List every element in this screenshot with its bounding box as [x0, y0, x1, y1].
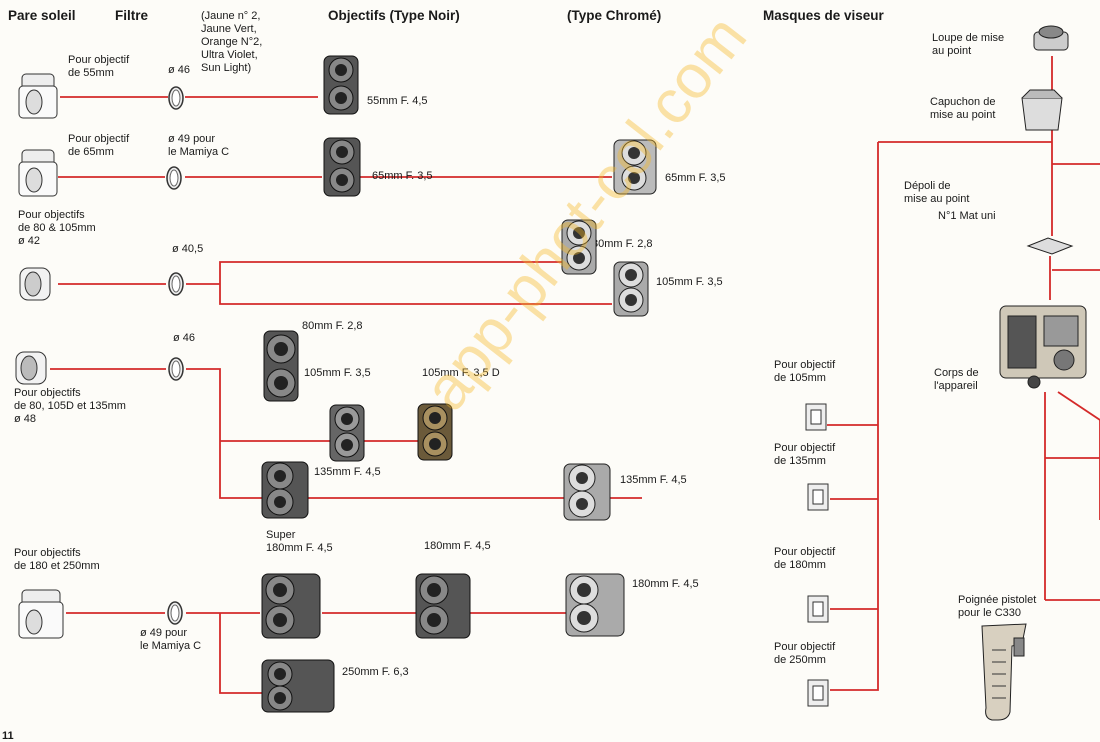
header-type-chrome: (Type Chromé): [567, 8, 662, 23]
filter-icon: [166, 166, 182, 190]
header-objectifs-noir: Objectifs (Type Noir): [328, 8, 460, 23]
lens-label-80-chrome: 80mm F. 2,8: [592, 238, 653, 250]
viewfinder-mask-icon: [807, 483, 829, 511]
lens-label-135: 135mm F. 4,5: [314, 466, 381, 478]
filter-icon: [167, 601, 183, 625]
header-filtre: Filtre: [115, 8, 149, 23]
lens-label-180: 180mm F. 4,5: [424, 540, 491, 552]
twin-lens-icon: [261, 573, 321, 639]
lens-hood-icon: [15, 351, 47, 385]
filter-icon: [168, 86, 184, 110]
twin-lens-chrome-icon: [561, 219, 597, 275]
lens-label-65-chrome: 65mm F. 3,5: [665, 172, 726, 184]
pistol-grip-icon: [981, 623, 1027, 721]
twin-lens-icon: [263, 330, 299, 402]
lens-label-80: 80mm F. 2,8: [302, 320, 363, 332]
page-number: 11: [2, 730, 14, 742]
header-masques: Masques de viseur: [763, 8, 884, 23]
filter-label-46a: ø 46: [168, 64, 191, 76]
viewfinder-mask-icon: [805, 403, 827, 431]
focusing-loupe-icon: [1033, 25, 1069, 51]
filter-label-405: ø 40,5: [172, 243, 204, 255]
lens-label-135-chrome: 135mm F. 4,5: [620, 474, 687, 486]
twin-lens-chrome-icon: [563, 463, 611, 521]
lens-hood-icon: [19, 267, 51, 301]
focusing-screen-icon: [1026, 237, 1074, 255]
camera-body-icon: [999, 305, 1087, 389]
lens-label-105: 105mm F. 3,5: [304, 367, 371, 379]
lens-hood-icon: [18, 73, 58, 119]
twin-lens-chrome-icon: [613, 139, 657, 195]
twin-lens-icon: [415, 573, 471, 639]
lens-label-105d: 105mm F. 3,5 D: [422, 367, 500, 379]
viewfinder-mask-icon: [807, 595, 829, 623]
lens-label-105-chrome: 105mm F. 3,5: [656, 276, 723, 288]
lens-label-250: 250mm F. 6,3: [342, 666, 409, 678]
filter-types-list: (Jaune n° 2,Jaune Vert,Orange N°2,Ultra …: [201, 10, 263, 74]
lens-label-55: 55mm F. 4,5: [367, 95, 428, 107]
viewfinder-mask-icon: [807, 679, 829, 707]
filter-label-46b: ø 46: [173, 332, 196, 344]
twin-lens-chrome-icon: [565, 573, 625, 637]
twin-lens-icon: [417, 403, 453, 461]
twin-lens-icon: [261, 659, 335, 713]
focusing-hood-icon: [1021, 89, 1063, 131]
lens-label-65: 65mm F. 3,5: [372, 170, 433, 182]
twin-lens-icon: [261, 461, 309, 519]
twin-lens-icon: [323, 55, 359, 115]
lens-hood-icon: [18, 589, 64, 639]
filter-icon: [168, 272, 184, 296]
header-pare-soleil: Pare soleil: [8, 8, 76, 23]
twin-lens-chrome-icon: [613, 261, 649, 317]
lens-label-180-chrome: 180mm F. 4,5: [632, 578, 699, 590]
twin-lens-icon: [329, 404, 365, 462]
filter-icon: [168, 357, 184, 381]
label-mat-uni: N°1 Mat uni: [938, 210, 996, 222]
lens-hood-icon: [18, 149, 58, 197]
twin-lens-icon: [323, 137, 361, 197]
